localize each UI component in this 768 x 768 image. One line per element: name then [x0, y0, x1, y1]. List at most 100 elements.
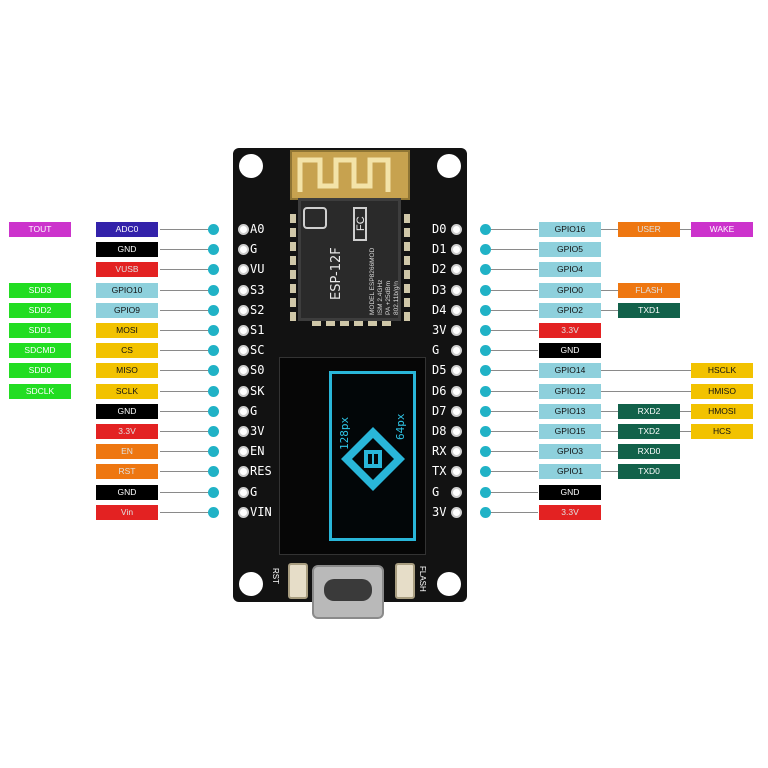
- header-hole: [451, 244, 462, 256]
- pin-connector-dot: [208, 446, 219, 458]
- pin-function-label: SDCLK: [9, 383, 71, 399]
- pin-function-label: WAKE: [691, 222, 753, 237]
- pin-function-label: SCLK: [96, 383, 158, 399]
- pin-function-label: HMISO: [691, 383, 753, 399]
- connector-line: [680, 431, 691, 432]
- header-hole: [238, 264, 249, 276]
- pin-function-label: RXD2: [618, 403, 680, 419]
- header-pin-label: D8: [432, 424, 447, 438]
- connector-line: [490, 410, 538, 412]
- connector-line: [160, 330, 212, 331]
- pin-function-label: ADC0: [96, 222, 158, 237]
- flash-button[interactable]: [395, 563, 415, 599]
- pin-connector-dot: [480, 426, 491, 437]
- pin-function-label: GPIO4: [539, 262, 601, 278]
- header-hole: [451, 405, 462, 417]
- pin-function-label: GPIO12: [539, 383, 601, 399]
- castellation-pad: [354, 320, 363, 326]
- pin-function-label: RXD0: [618, 444, 680, 460]
- header-pin-label: D5: [432, 363, 447, 378]
- pin-connector-dot: [208, 486, 219, 498]
- mounting-hole: [239, 154, 263, 178]
- rst-button[interactable]: [288, 563, 308, 599]
- header-hole: [451, 345, 462, 357]
- pin-function-label: Vin: [96, 504, 158, 520]
- header-pin-label: S2: [250, 302, 265, 317]
- castellation-pad: [326, 320, 335, 326]
- pin-connector-dot: [208, 264, 219, 276]
- pin-connector-dot: [208, 244, 219, 256]
- connector-line: [160, 471, 212, 473]
- castellation-pad: [290, 270, 296, 279]
- pin-function-label: MISO: [96, 363, 158, 379]
- header-pin-label: A0: [250, 222, 265, 236]
- header-pin-label: G: [250, 484, 258, 499]
- module-spec-line: 802.11b/g/n: [393, 281, 400, 315]
- castellation-pad: [404, 270, 410, 279]
- header-hole: [238, 304, 249, 316]
- header-pin-label: EN: [250, 444, 265, 459]
- pin-connector-dot: [480, 325, 491, 336]
- pin-connector-dot: [480, 506, 491, 518]
- pin-function-label: SDD2: [9, 302, 71, 318]
- header-pin-label: S0: [250, 363, 265, 378]
- pin-connector-dot: [208, 385, 219, 397]
- pin-function-label: SDD1: [9, 323, 71, 338]
- connector-line: [601, 451, 618, 453]
- castellation-pad: [340, 320, 349, 326]
- connector-line: [160, 370, 212, 372]
- connector-line: [601, 390, 691, 392]
- pin-function-label: USER: [618, 222, 680, 237]
- pin-function-label: GND: [96, 242, 158, 258]
- connector-line: [160, 491, 212, 493]
- connector-line: [160, 431, 212, 432]
- header-hole: [451, 224, 462, 235]
- pin-connector-dot: [480, 365, 491, 377]
- header-hole: [238, 466, 249, 478]
- pin-function-label: FLASH: [618, 282, 680, 298]
- pin-connector-dot: [208, 466, 219, 478]
- pin-function-label: GND: [96, 484, 158, 500]
- header-pin-label: S1: [250, 323, 265, 337]
- pin-function-label: GND: [96, 403, 158, 419]
- mounting-hole: [437, 154, 461, 178]
- header-pin-label: D7: [432, 403, 447, 418]
- header-pin-label: 3V: [432, 504, 447, 519]
- pin-connector-dot: [208, 224, 219, 235]
- pin-connector-dot: [208, 506, 219, 518]
- pin-function-label: GPIO9: [96, 302, 158, 318]
- connector-line: [601, 309, 618, 311]
- header-hole: [451, 264, 462, 276]
- connector-line: [160, 249, 212, 251]
- header-pin-label: D4: [432, 302, 447, 317]
- pin-connector-dot: [208, 405, 219, 417]
- header-pin-label: S3: [250, 282, 265, 297]
- connector-line: [160, 451, 212, 453]
- wifi-antenna: [290, 150, 410, 200]
- connector-line: [160, 269, 212, 271]
- chip-logo-icon: [341, 427, 405, 491]
- header-pin-label: D6: [432, 383, 447, 398]
- pin-function-label: GPIO14: [539, 363, 601, 379]
- connector-line: [490, 491, 538, 493]
- pin-function-label: TXD0: [618, 464, 680, 480]
- pin-function-label: 3.3V: [539, 323, 601, 338]
- pin-connector-dot: [480, 466, 491, 478]
- pin-connector-dot: [208, 426, 219, 437]
- usb-c-connector: [312, 565, 384, 619]
- connector-line: [601, 289, 618, 291]
- header-hole: [238, 486, 249, 498]
- pin-connector-dot: [208, 345, 219, 357]
- header-pin-label: SK: [250, 383, 265, 398]
- pin-function-label: TXD2: [618, 424, 680, 439]
- castellation-pad: [404, 284, 410, 293]
- oled-display: 128px 64px: [329, 371, 416, 541]
- pin-function-label: GPIO1: [539, 464, 601, 480]
- castellation-pad: [404, 242, 410, 251]
- header-pin-label: D2: [432, 262, 447, 277]
- header-pin-label: VU: [250, 262, 265, 277]
- header-pin-label: D3: [432, 282, 447, 297]
- module-spec-line: PA +25dBm: [385, 280, 392, 315]
